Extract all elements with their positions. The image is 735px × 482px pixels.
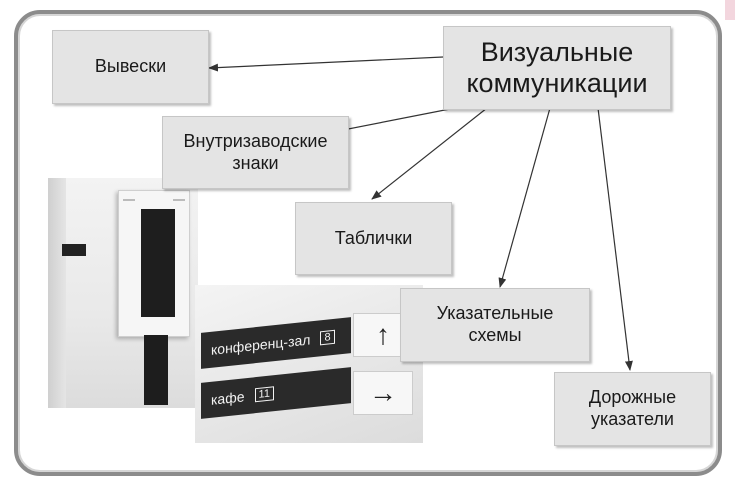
corner-accent	[725, 0, 735, 20]
right-arrow-icon: →	[353, 371, 413, 415]
wall-signs-photo: конференц-зал 8 ↑ кафе 11 →	[195, 285, 423, 443]
totem-panel	[118, 190, 190, 337]
totem-arrow-right	[173, 199, 185, 201]
wall-edge	[48, 178, 66, 408]
node-inner-signs: Внутризаводские знаки	[162, 116, 349, 189]
totem-sign-photo	[48, 178, 198, 408]
node-road-signs: Дорожные указатели	[554, 372, 711, 446]
node-pointer-schemes: Указательные схемы	[400, 288, 590, 362]
totem-arrow-left	[123, 199, 135, 201]
node-plates: Таблички	[295, 202, 452, 275]
main-node: Визуальные коммуникации	[443, 26, 671, 110]
door-plate	[62, 244, 86, 256]
totem-screen	[141, 209, 175, 317]
node-signs: Вывески	[52, 30, 209, 104]
arrow-to-road	[597, 107, 633, 371]
arrow-to-plates	[371, 107, 488, 200]
totem-leg	[144, 335, 168, 405]
arrow-to-pointers	[498, 107, 551, 288]
arrow-to-signs	[208, 56, 444, 72]
arrow-to-inner	[337, 107, 456, 134]
